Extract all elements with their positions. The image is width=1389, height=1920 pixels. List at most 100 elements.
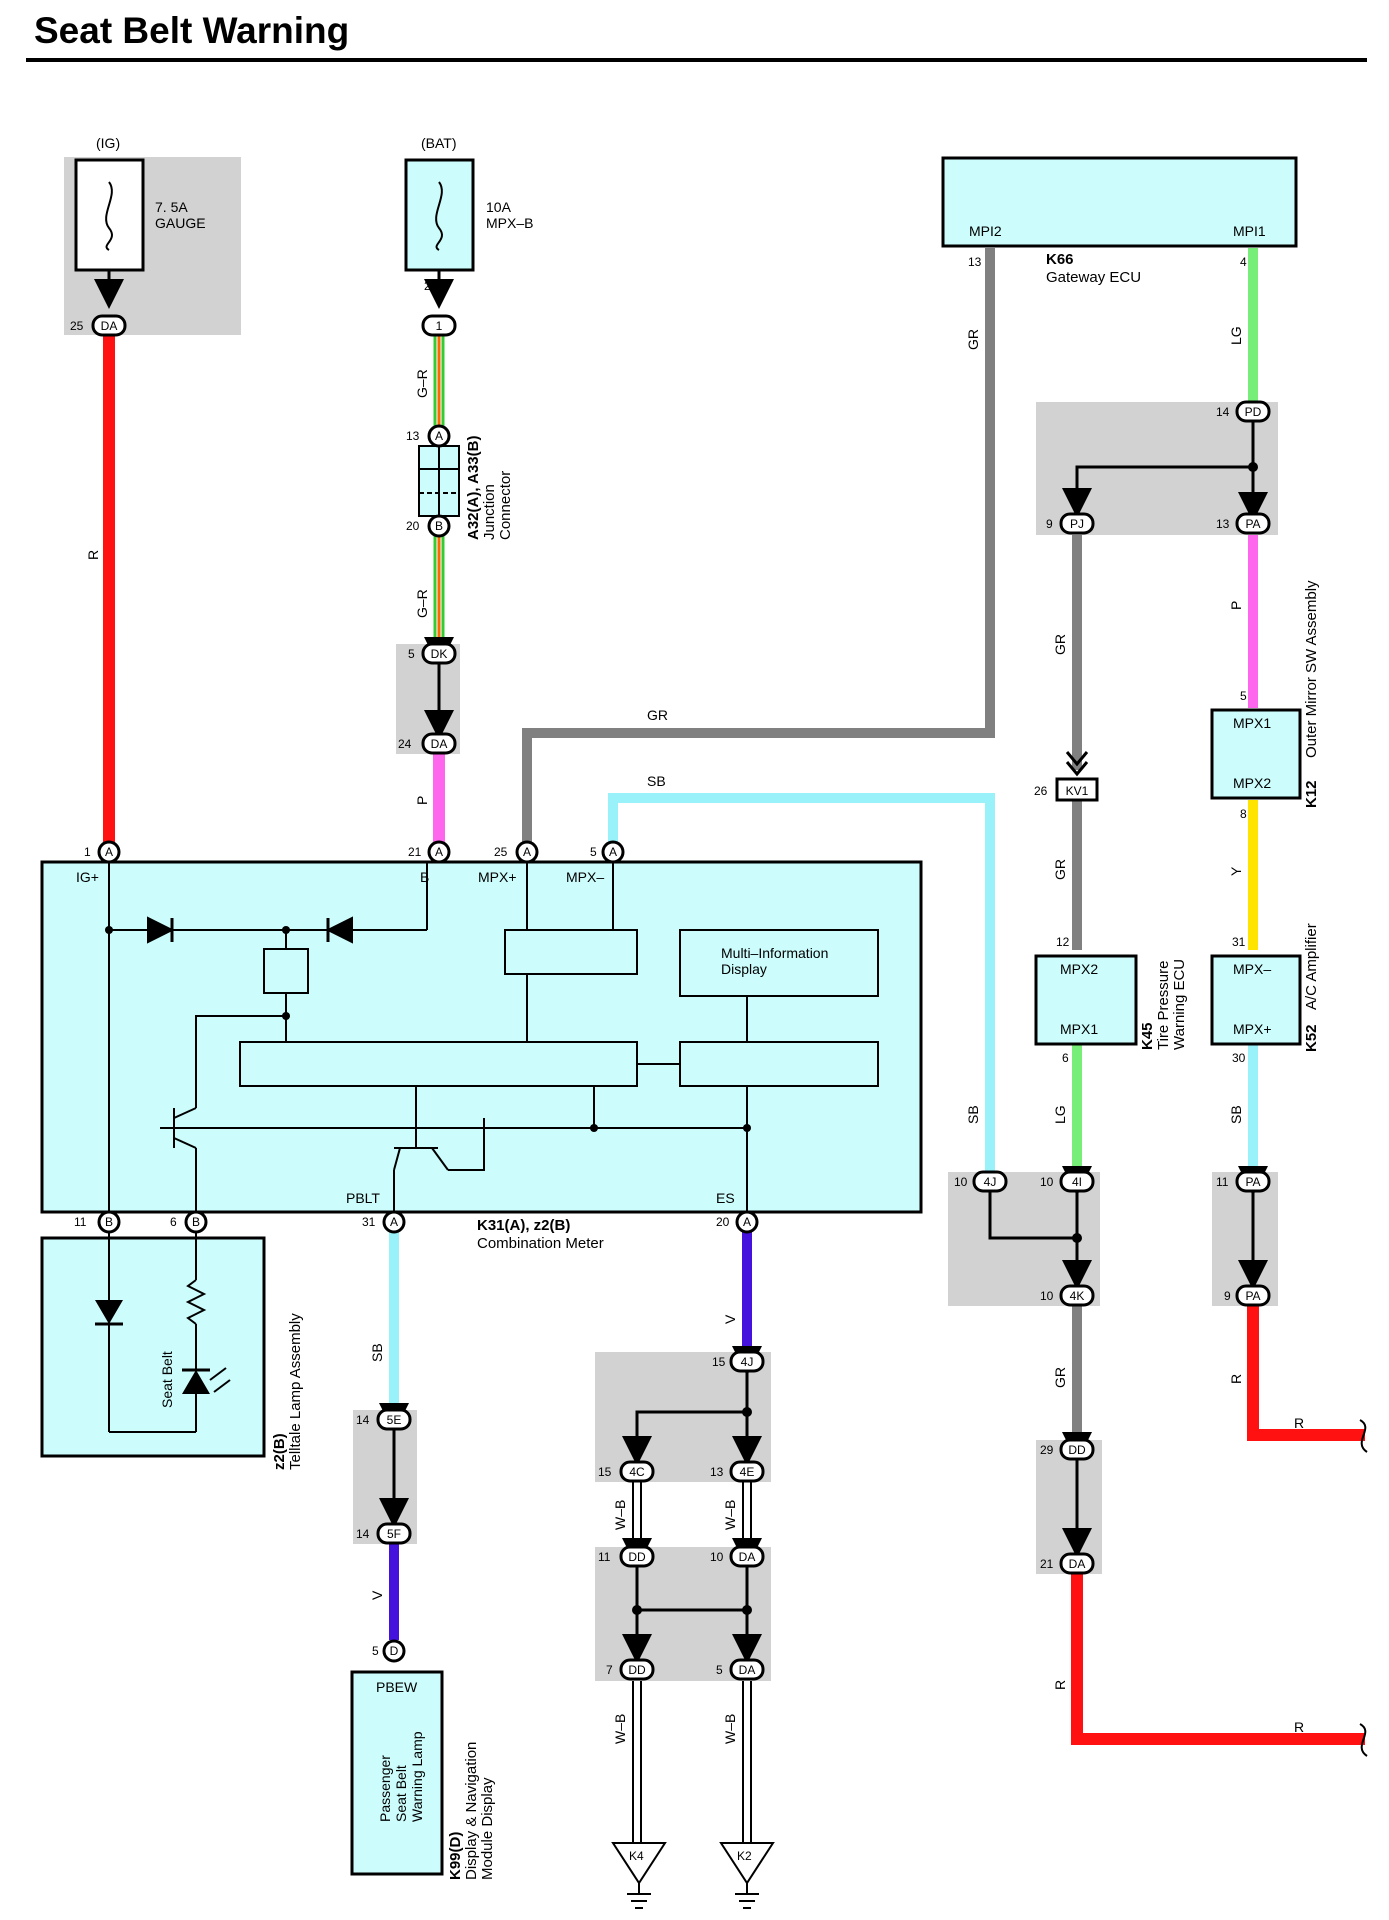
svg-text:KV1: KV1 <box>1066 784 1089 798</box>
fuse-bat: (BAT) 10A MPX–B <box>404 135 533 309</box>
wires <box>103 248 1365 1843</box>
svg-text:B: B <box>435 519 443 533</box>
svg-text:PA: PA <box>1245 1289 1260 1303</box>
junction-connector: A32(A), A33(B) Junction Connector <box>418 436 514 540</box>
wire-r-lower <box>1071 1574 1365 1745</box>
svg-text:21: 21 <box>1040 1557 1054 1571</box>
k99-label-3: Warning Lamp <box>409 1731 425 1822</box>
svg-text:6: 6 <box>170 1215 177 1229</box>
pill-dd-lower: DD <box>619 1658 655 1681</box>
svg-text:PA: PA <box>1245 517 1260 531</box>
junction-dot <box>1248 462 1258 472</box>
pill-4k: 4K <box>1059 1284 1095 1307</box>
svg-text:SB: SB <box>647 773 666 789</box>
svg-text:4J: 4J <box>741 1355 754 1369</box>
k99-pin-pbew: PBEW <box>376 1679 418 1695</box>
svg-text:A: A <box>390 1215 398 1229</box>
svg-text:GR: GR <box>1052 859 1068 880</box>
svg-text:W–B: W–B <box>612 1714 628 1744</box>
pill-5f: 5F <box>376 1522 412 1545</box>
pill-da-lower: DA <box>729 1658 765 1681</box>
svg-text:10: 10 <box>1040 1175 1054 1189</box>
svg-text:R: R <box>1294 1415 1304 1431</box>
shade-internal-lines <box>379 420 1268 1664</box>
wire-g-r-lower <box>433 534 445 644</box>
svg-text:5: 5 <box>590 845 597 859</box>
svg-text:4J: 4J <box>984 1175 997 1189</box>
svg-text:5E: 5E <box>387 1413 402 1427</box>
pill-4i: 4I <box>1059 1170 1095 1193</box>
svg-text:DK: DK <box>431 647 448 661</box>
title-rule <box>26 58 1367 62</box>
svg-text:DA: DA <box>739 1663 756 1677</box>
wire-gr-gateway <box>522 248 995 844</box>
svg-text:4: 4 <box>1240 255 1247 269</box>
junction-dot <box>742 1605 752 1615</box>
wire-r-pa <box>1247 1306 1365 1441</box>
svg-text:LG: LG <box>1052 1105 1068 1124</box>
pill-b-k31-6: B <box>184 1210 208 1234</box>
svg-text:13: 13 <box>406 429 420 443</box>
z2-lamp-label: Seat Belt <box>159 1351 175 1408</box>
pill-pa-top: PA <box>1235 512 1271 535</box>
k66-name: Gateway ECU <box>1046 269 1141 286</box>
svg-text:A: A <box>609 845 617 859</box>
k99-name-2: Module Display <box>479 1777 496 1880</box>
svg-text:12: 12 <box>1056 935 1070 949</box>
svg-text:V: V <box>722 1314 738 1324</box>
svg-text:PD: PD <box>1245 405 1262 419</box>
svg-text:5: 5 <box>716 1663 723 1677</box>
page-title: Seat Belt Warning <box>34 10 350 51</box>
fuse-bat-name: MPX–B <box>486 215 533 231</box>
pill-dk: DK <box>421 642 457 665</box>
svg-text:A: A <box>105 845 113 859</box>
svg-text:29: 29 <box>1040 1443 1054 1457</box>
pill-4j-es: 4J <box>729 1350 765 1373</box>
pill-da-right: DA <box>1059 1552 1095 1575</box>
pill-kv1: KV1 <box>1055 777 1099 802</box>
pill-4j-right: 4J <box>972 1170 1008 1193</box>
pill-1: 1 <box>421 314 457 337</box>
svg-text:SB: SB <box>965 1105 981 1124</box>
pill-dd-right: DD <box>1059 1438 1095 1461</box>
svg-text:30: 30 <box>1232 1051 1246 1065</box>
svg-text:2: 2 <box>424 279 431 293</box>
svg-text:D: D <box>390 1644 399 1658</box>
wire-labels: R G–R G–R P GR SB GR LG GR P GR Y SB LG … <box>85 326 1304 1744</box>
svg-text:DA: DA <box>739 1550 756 1564</box>
k99-id: K99(D) <box>447 1832 464 1880</box>
k52-ac-amplifier: MPX– MPX+ K52 A/C Amplifier <box>1210 923 1320 1052</box>
svg-text:11: 11 <box>74 1215 87 1229</box>
k45-id: K45 <box>1139 1022 1156 1050</box>
wire-g-r-upper <box>433 336 445 428</box>
svg-text:25: 25 <box>494 845 508 859</box>
svg-text:DD: DD <box>1068 1443 1086 1457</box>
svg-text:8: 8 <box>1240 807 1247 821</box>
k66-pin-mpi2: MPI2 <box>969 223 1002 239</box>
connector-pills: DA 1 A B DK DA A A A A B B A A PD PJ PA … <box>91 314 1271 1681</box>
pill-b-k31-11: B <box>97 1210 121 1234</box>
pill-da-upper: DA <box>729 1545 765 1568</box>
svg-text:A: A <box>435 845 443 859</box>
svg-text:6: 6 <box>1062 1051 1069 1065</box>
k45-name-2: Warning ECU <box>1171 959 1188 1050</box>
svg-text:DA: DA <box>431 737 448 751</box>
svg-text:GR: GR <box>647 707 668 723</box>
svg-text:R: R <box>85 550 101 560</box>
k99-name-1: Display & Navigation <box>463 1742 480 1880</box>
pill-a-k31-31: A <box>382 1210 406 1234</box>
k45-tire-pressure-ecu: MPX2 MPX1 K45 Tire Pressure Warning ECU <box>1034 954 1188 1050</box>
svg-text:DD: DD <box>628 1663 646 1677</box>
k12-outer-mirror-sw: MPX1 MPX2 K12 Outer Mirror SW Assembly <box>1210 580 1320 808</box>
k12-id: K12 <box>1303 780 1320 808</box>
z2-telltale-lamp: Seat Belt z2(B) Telltale Lamp Assembly <box>40 1228 304 1470</box>
svg-text:SB: SB <box>369 1343 385 1362</box>
wire-break-symbol <box>1359 1419 1368 1453</box>
k12-pin-bot: MPX2 <box>1233 775 1271 791</box>
svg-text:10: 10 <box>1040 1289 1054 1303</box>
pill-4e: 4E <box>729 1460 765 1483</box>
junction-id: A32(A), A33(B) <box>465 436 482 540</box>
svg-text:21: 21 <box>408 845 422 859</box>
svg-text:26: 26 <box>1034 784 1048 798</box>
k31-pin-mpxp: MPX+ <box>478 869 517 885</box>
